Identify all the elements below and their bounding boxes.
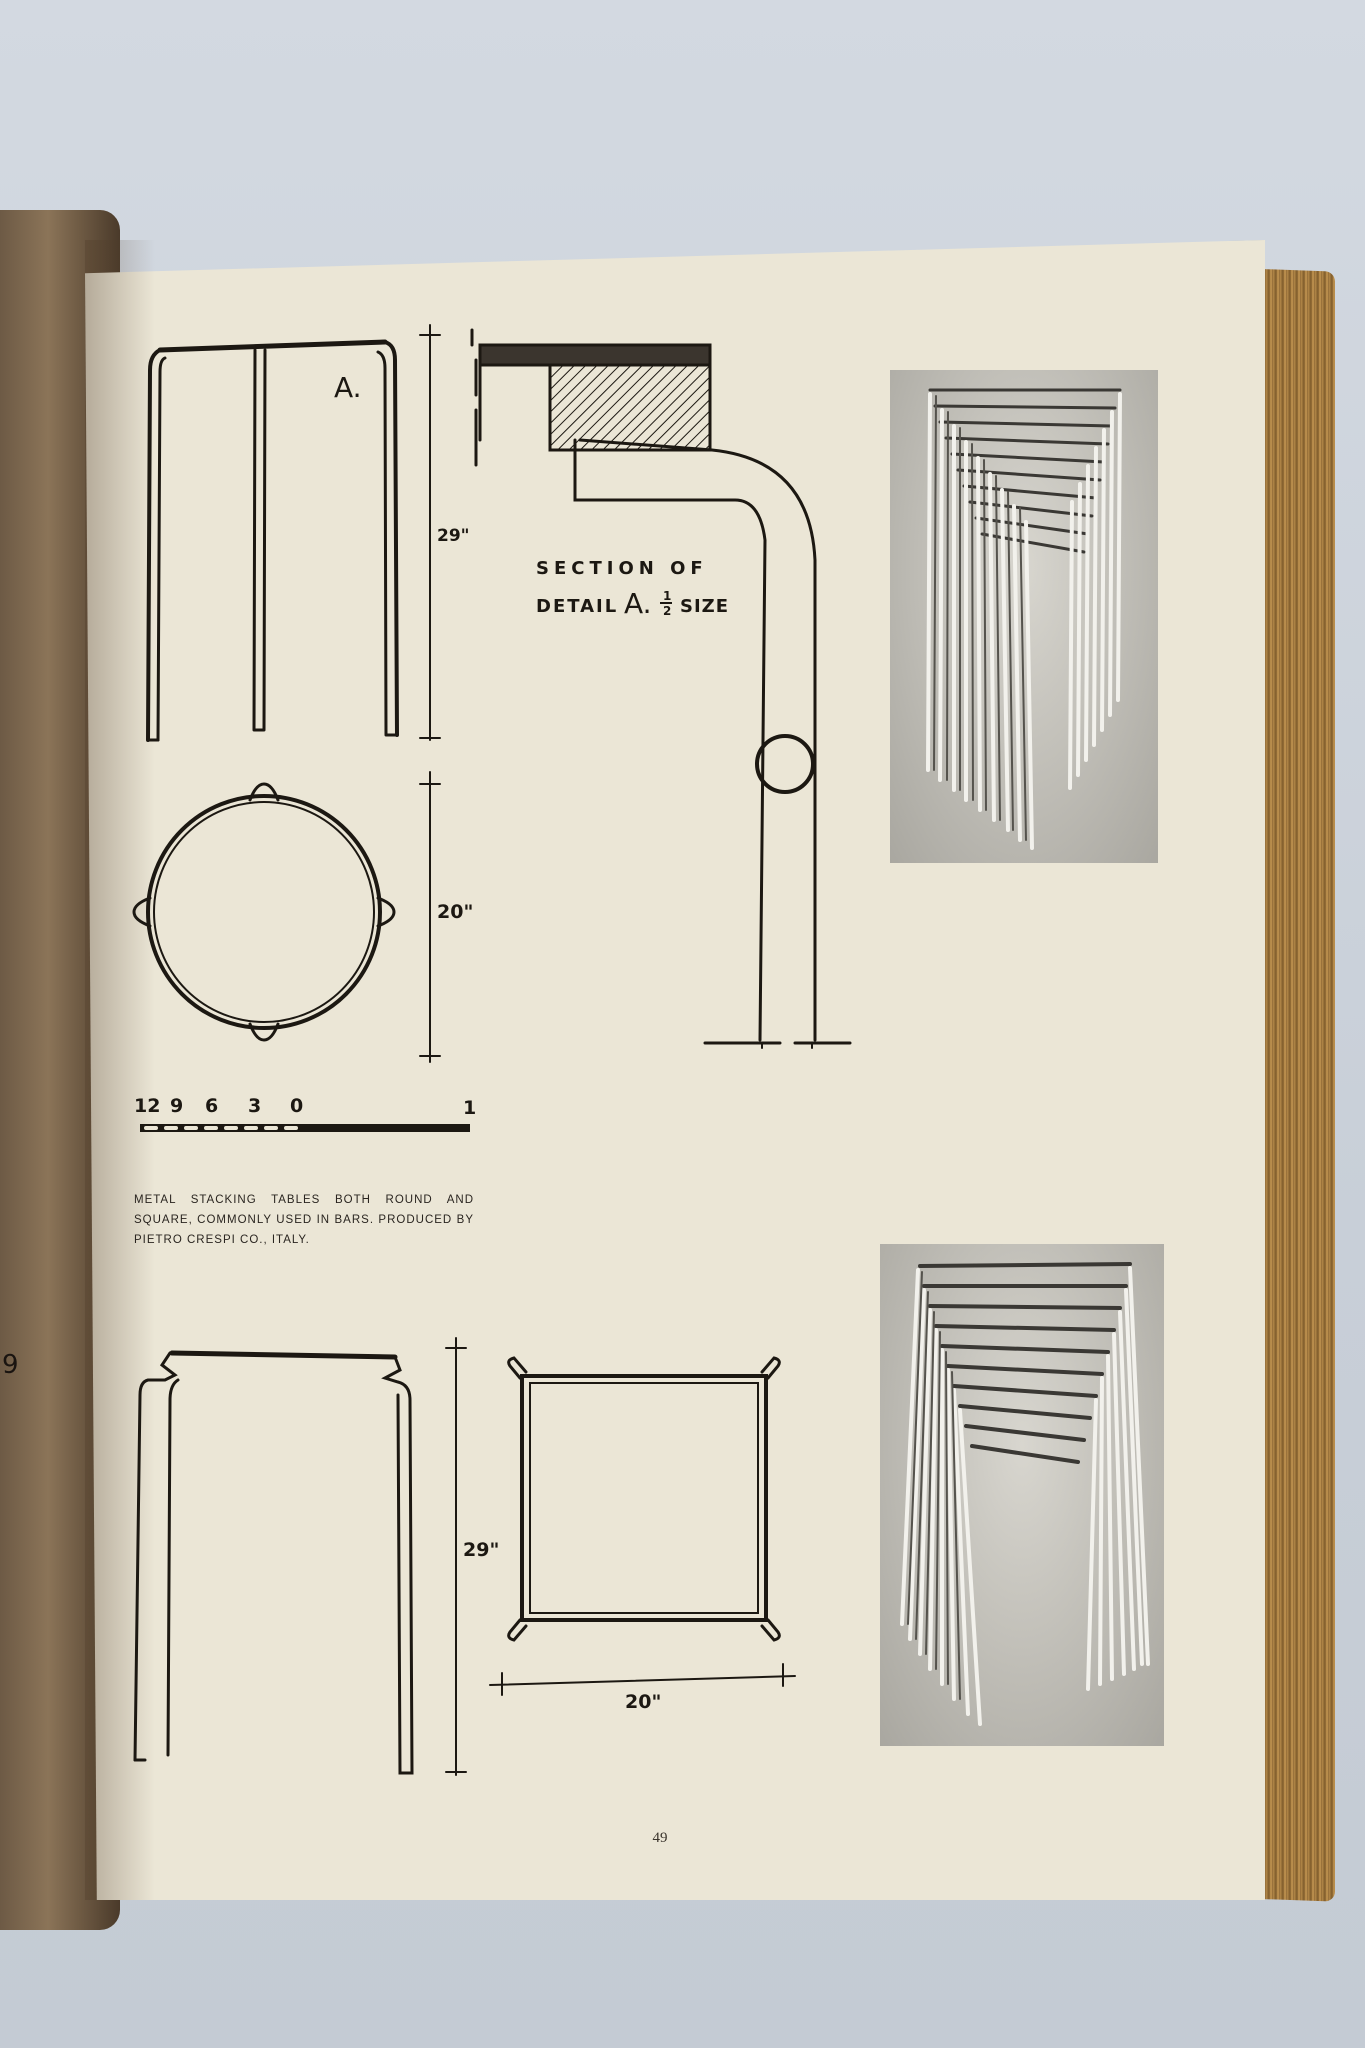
section-label-fraction-numerator: 1 xyxy=(663,589,671,603)
left-page-glyph: 9 xyxy=(2,1350,19,1380)
stacked-round-tables-photo xyxy=(890,370,1158,863)
square-height-dimension xyxy=(445,1337,467,1776)
round-height-dimension xyxy=(419,324,441,741)
square-width-dimension xyxy=(489,1663,796,1696)
scale-number-9: 9 xyxy=(170,1095,183,1117)
square-table-elevation xyxy=(133,1350,414,1775)
section-label-detail-word: DETAIL xyxy=(536,596,618,617)
scale-number-6: 6 xyxy=(205,1095,218,1117)
section-label-detail-letter: A. xyxy=(624,587,652,620)
section-label-line1: SECTION OF xyxy=(536,558,708,579)
scale-bar xyxy=(140,1124,470,1132)
section-detail-drawing xyxy=(470,328,852,1049)
square-height-label: 29" xyxy=(463,1539,499,1561)
round-height-label: 29" xyxy=(437,526,470,546)
figure-caption: Metal stacking tables both round and squ… xyxy=(134,1194,474,1246)
round-diameter-label: 20" xyxy=(437,901,473,923)
stacked-round-tables-illustration xyxy=(926,388,1122,850)
round-table-elevation xyxy=(146,339,399,742)
round-table-plan xyxy=(132,782,396,1042)
stacked-square-tables-photo xyxy=(880,1244,1164,1746)
section-label-size: SIZE xyxy=(680,596,729,617)
page-number: 49 xyxy=(652,1830,668,1846)
section-label-fraction-denominator: 2 xyxy=(663,604,671,618)
detail-marker: A. xyxy=(334,371,362,404)
scale-number-0: 0 xyxy=(290,1095,303,1117)
stacked-square-tables-illustration xyxy=(900,1262,1150,1726)
square-width-label: 20" xyxy=(625,1691,661,1713)
square-table-plan xyxy=(507,1356,781,1642)
scale-number-3: 3 xyxy=(248,1095,261,1117)
round-diameter-dimension xyxy=(419,771,441,1063)
scale-number-12: 12 xyxy=(134,1095,160,1117)
scale-number-1: 1 xyxy=(463,1097,476,1119)
